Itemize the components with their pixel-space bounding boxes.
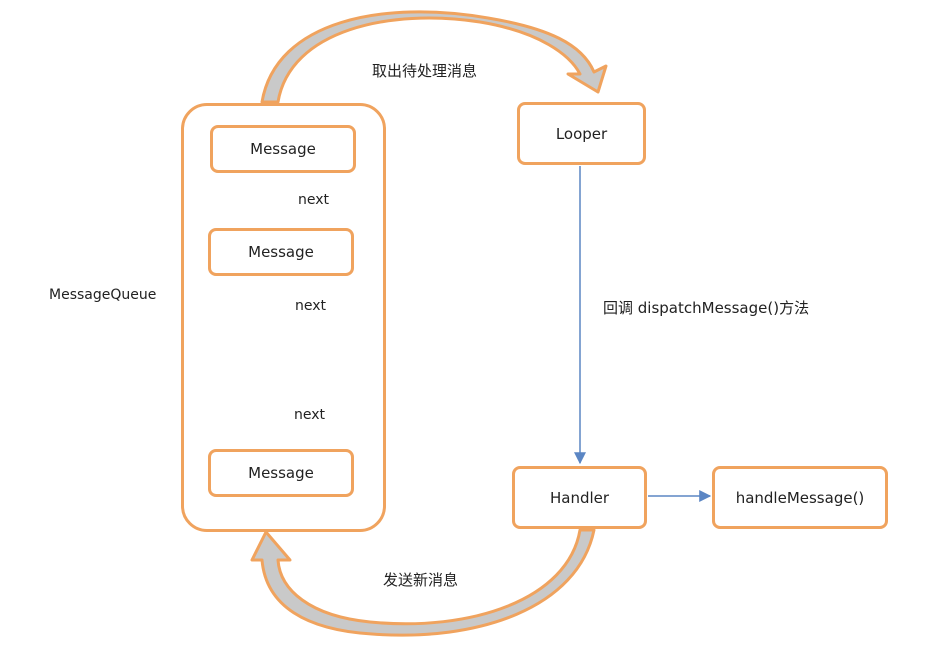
message-box-1: Message xyxy=(210,125,356,173)
message-box-2: Message xyxy=(208,228,354,276)
handler-box: Handler xyxy=(512,466,647,529)
next-label-1: next xyxy=(298,192,330,208)
send-message-curved-arrow xyxy=(250,528,596,637)
message-queue-label: MessageQueue xyxy=(49,287,157,303)
next-label-3: next xyxy=(294,407,326,423)
handle-message-box: handleMessage() xyxy=(712,466,888,529)
looper-box: Looper xyxy=(517,102,646,165)
dispatch-label: 回调 dispatchMessage()方法 xyxy=(603,299,810,317)
take-message-label: 取出待处理消息 xyxy=(372,62,478,80)
next-label-2: next xyxy=(295,298,327,314)
message-box-3: Message xyxy=(208,449,354,497)
send-message-label: 发送新消息 xyxy=(383,571,459,589)
take-message-curved-arrow xyxy=(260,10,608,104)
